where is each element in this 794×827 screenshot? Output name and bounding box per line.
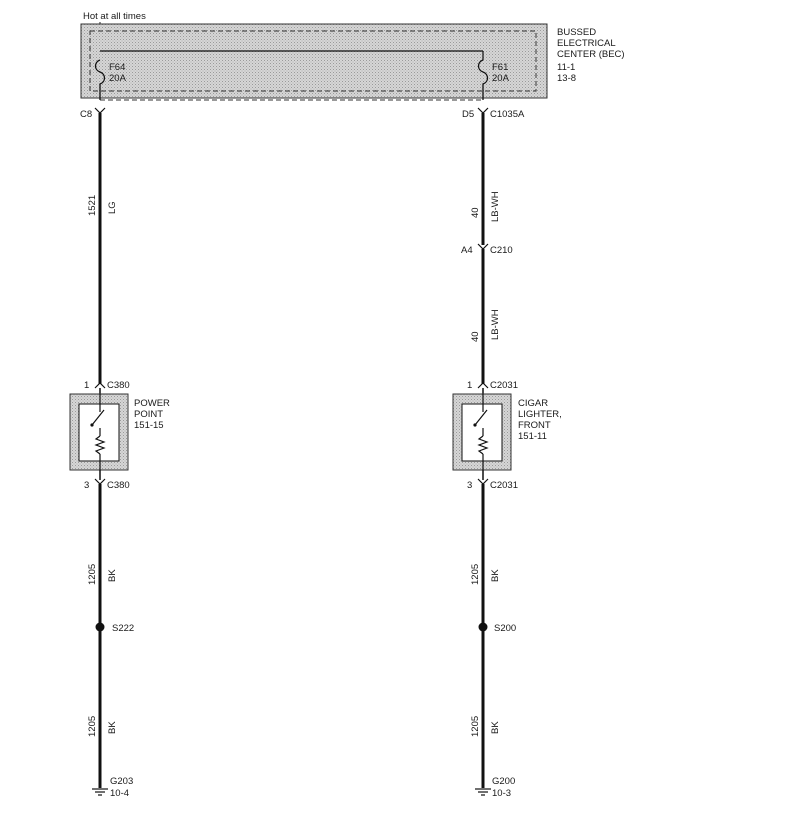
right-device-name-3: FRONT (518, 420, 551, 431)
right-wire2-color: LB-WH (490, 309, 501, 340)
fuse-f61-id: F61 (492, 62, 508, 73)
right-bec-pin: D5 (462, 109, 474, 120)
ground-g200-ref: 10-3 (492, 788, 511, 799)
power-point-device (69, 393, 129, 471)
right-device-name-2: LIGHTER, (518, 409, 562, 420)
right-device-conn-in: C2031 (490, 380, 518, 391)
left-device-conn-out: C380 (107, 480, 130, 491)
bec-title-line-3: CENTER (BEC) (557, 49, 625, 60)
fuse-f61-rating: 20A (492, 73, 510, 84)
left-device-conn-in: C380 (107, 380, 130, 391)
ground-g200-id: G200 (492, 776, 515, 787)
fuse-f64-id: F64 (109, 62, 125, 73)
ground-g203-symbol (92, 788, 108, 796)
right-wire4-color: BK (490, 721, 501, 734)
right-wire4-circuit: 1205 (470, 716, 481, 737)
left-bec-pin: C8 (80, 109, 92, 120)
fuse-f64-symbol (94, 59, 106, 100)
splice-s200-dot (478, 622, 488, 632)
left-device-pin-in: 1 (84, 380, 89, 391)
supply-note: Hot at all times (83, 11, 146, 22)
right-device-name-1: CIGAR (518, 398, 548, 409)
right-inline-conn: C210 (490, 245, 513, 256)
bussed-electrical-center (80, 23, 548, 101)
right-wire3-circuit: 1205 (470, 564, 481, 585)
left-wire2-circuit: 1205 (87, 564, 98, 585)
right-device-pin-out: 3 (467, 480, 472, 491)
left-device-name-2: POINT (134, 409, 163, 420)
splice-s222-label: S222 (112, 623, 134, 634)
ground-g203-ref: 10-4 (110, 788, 129, 799)
right-device-ref: 151-11 (518, 431, 547, 442)
splice-s200-label: S200 (494, 623, 516, 634)
right-inline-pin: A4 (461, 245, 473, 256)
left-wire1-color: LG (107, 201, 118, 214)
left-wire2-color: BK (107, 569, 118, 582)
right-wire3-color: BK (490, 569, 501, 582)
bec-ref-2: 13-8 (557, 73, 576, 84)
left-device-name-1: POWER (134, 398, 170, 409)
fuse-f64-rating: 20A (109, 73, 127, 84)
bec-ref-1: 11-1 (557, 62, 575, 73)
right-device-pin-in: 1 (467, 380, 472, 391)
right-device-in-connector-symbol (477, 382, 489, 389)
ground-g200-symbol (475, 788, 491, 796)
right-bec-connector-symbol (477, 107, 489, 114)
right-device-conn-out: C2031 (490, 480, 518, 491)
left-wire3-color: BK (107, 721, 118, 734)
right-wire1-color: LB-WH (490, 191, 501, 222)
right-bec-conn: C1035A (490, 109, 525, 120)
right-wire2-circuit: 40 (470, 331, 481, 342)
left-wire1-circuit: 1521 (87, 195, 98, 216)
left-device-ref: 151-15 (134, 420, 164, 431)
left-bec-connector-symbol (94, 107, 106, 114)
ground-g203-id: G203 (110, 776, 133, 787)
splice-s222-dot (95, 622, 105, 632)
left-wire3-circuit: 1205 (87, 716, 98, 737)
left-device-pin-out: 3 (84, 480, 89, 491)
bec-title-line-2: ELECTRICAL (557, 38, 616, 49)
left-device-in-connector-symbol (94, 382, 106, 389)
fuse-f61-symbol (477, 59, 489, 100)
right-wire1-circuit: 40 (470, 207, 481, 218)
bec-title-line-1: BUSSED (557, 27, 596, 38)
cigar-lighter-device (452, 393, 512, 471)
